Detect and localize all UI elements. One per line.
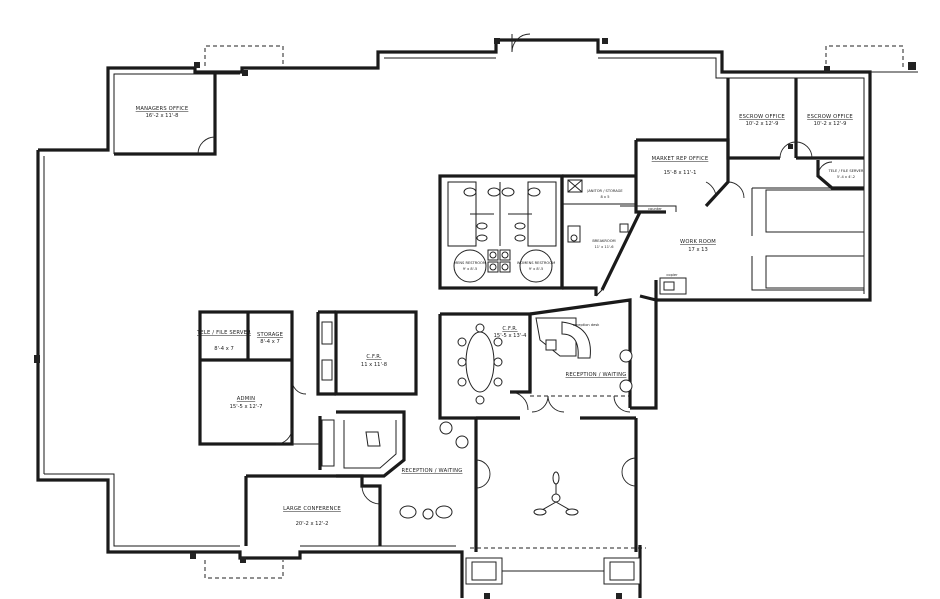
- room-dims: 5'-4 x 4'-2: [837, 175, 855, 179]
- reception-left: RECEPTION / WAITING: [318, 410, 469, 520]
- reception-right: RECEPTION / WAITING reception desk: [528, 298, 633, 413]
- room-name: JANITOR / STORAGE: [586, 189, 623, 193]
- room-name: TELE / FILE SERVER: [828, 169, 864, 173]
- cfr-center: C.F.R. 15'-5 x 13'-4: [438, 312, 532, 420]
- copier-label: copier: [666, 273, 678, 277]
- room-dims: 11' x 11'-6: [594, 245, 614, 249]
- room-name: WORK ROOM: [680, 239, 716, 245]
- room-dims: 10'-2 x 12'-9: [814, 121, 847, 127]
- janitor-storage: JANITOR / STORAGE 8 x 5: [562, 179, 636, 205]
- managers-office: MANAGERS OFFICE 16'-2 x 11'-8: [114, 74, 217, 156]
- canopy-outlines: [204, 45, 904, 579]
- lobby: [465, 416, 646, 585]
- escrow-offices: ESCROW OFFICE 10'-2 x 12'-9 ESCROW OFFIC…: [726, 78, 864, 160]
- ceiling-fan-icon: [533, 471, 579, 516]
- interior-partitions: [292, 211, 640, 445]
- room-dims: 9' x 8'-5: [463, 267, 478, 271]
- room-dims: 9' x 8'-5: [529, 267, 544, 271]
- room-name: C.F.R.: [366, 354, 381, 360]
- admin-block: TELE / FILE SERVER 8'-4 x 7 STORAGE 8'-4…: [196, 310, 307, 446]
- restroom-core: MENS RESTROOM 9' x 8'-5 WOMENS RESTROOM …: [438, 174, 636, 290]
- north-door: [511, 33, 531, 53]
- room-name: C.F.R.: [502, 326, 517, 332]
- room-dims: 10'-2 x 12'-9: [746, 121, 779, 127]
- room-dims: 8 x 5: [601, 195, 610, 199]
- room-dims: 17 x 13: [688, 247, 708, 253]
- room-name: ADMIN: [237, 396, 255, 402]
- room-dims: 15'-8 x 11'-1: [664, 170, 697, 176]
- room-name: STORAGE: [257, 332, 283, 338]
- room-dims: 8'-4 x 7: [260, 339, 280, 345]
- counter-label: counter: [648, 207, 662, 211]
- large-conference: LARGE CONFERENCE 20'-2 x 12'-2: [244, 474, 382, 546]
- room-dims: 16'-2 x 11'-8: [146, 113, 179, 119]
- room-name: MENS RESTROOM: [454, 261, 486, 265]
- escrow-side-door: [727, 181, 745, 199]
- room-name: WOMENS RESTROOM: [517, 261, 555, 265]
- room-name: ESCROW OFFICE: [807, 114, 853, 120]
- room-name: MARKET REP OFFICE: [652, 156, 709, 162]
- cfr-left: C.F.R. 11 x 11'-8: [316, 310, 418, 396]
- room-dims: 20'-2 x 12'-2: [296, 521, 329, 527]
- exterior-columns: [34, 38, 916, 599]
- room-name: MANAGERS OFFICE: [136, 106, 189, 112]
- room-name: RECEPTION / WAITING: [566, 372, 627, 378]
- room-dims: 8'-4 x 7: [214, 346, 234, 352]
- room-name: TELE / FILE SERVER: [196, 330, 251, 336]
- work-room: WORK ROOM 17 x 13 copier: [639, 187, 865, 302]
- reception-desk-label: reception desk: [573, 323, 600, 327]
- room-name: BREAKROOM: [592, 239, 615, 243]
- room-name: ESCROW OFFICE: [739, 114, 785, 120]
- breakroom: BREAKROOM 11' x 11'-6 counter: [562, 196, 677, 296]
- room-dims: 15'-5 x 12'-7: [230, 404, 263, 410]
- market-rep-office: MARKET REP OFFICE 15'-8 x 11'-1: [634, 138, 730, 208]
- room-dims: 11 x 11'-8: [361, 362, 387, 368]
- room-name: LARGE CONFERENCE: [283, 506, 341, 512]
- room-dims: 15'-5 x 13'-4: [494, 333, 527, 339]
- tele-file-server-right: TELE / FILE SERVER 5'-4 x 4'-2: [816, 160, 864, 190]
- room-name: RECEPTION / WAITING: [402, 468, 463, 474]
- exterior-walls: [36, 38, 918, 598]
